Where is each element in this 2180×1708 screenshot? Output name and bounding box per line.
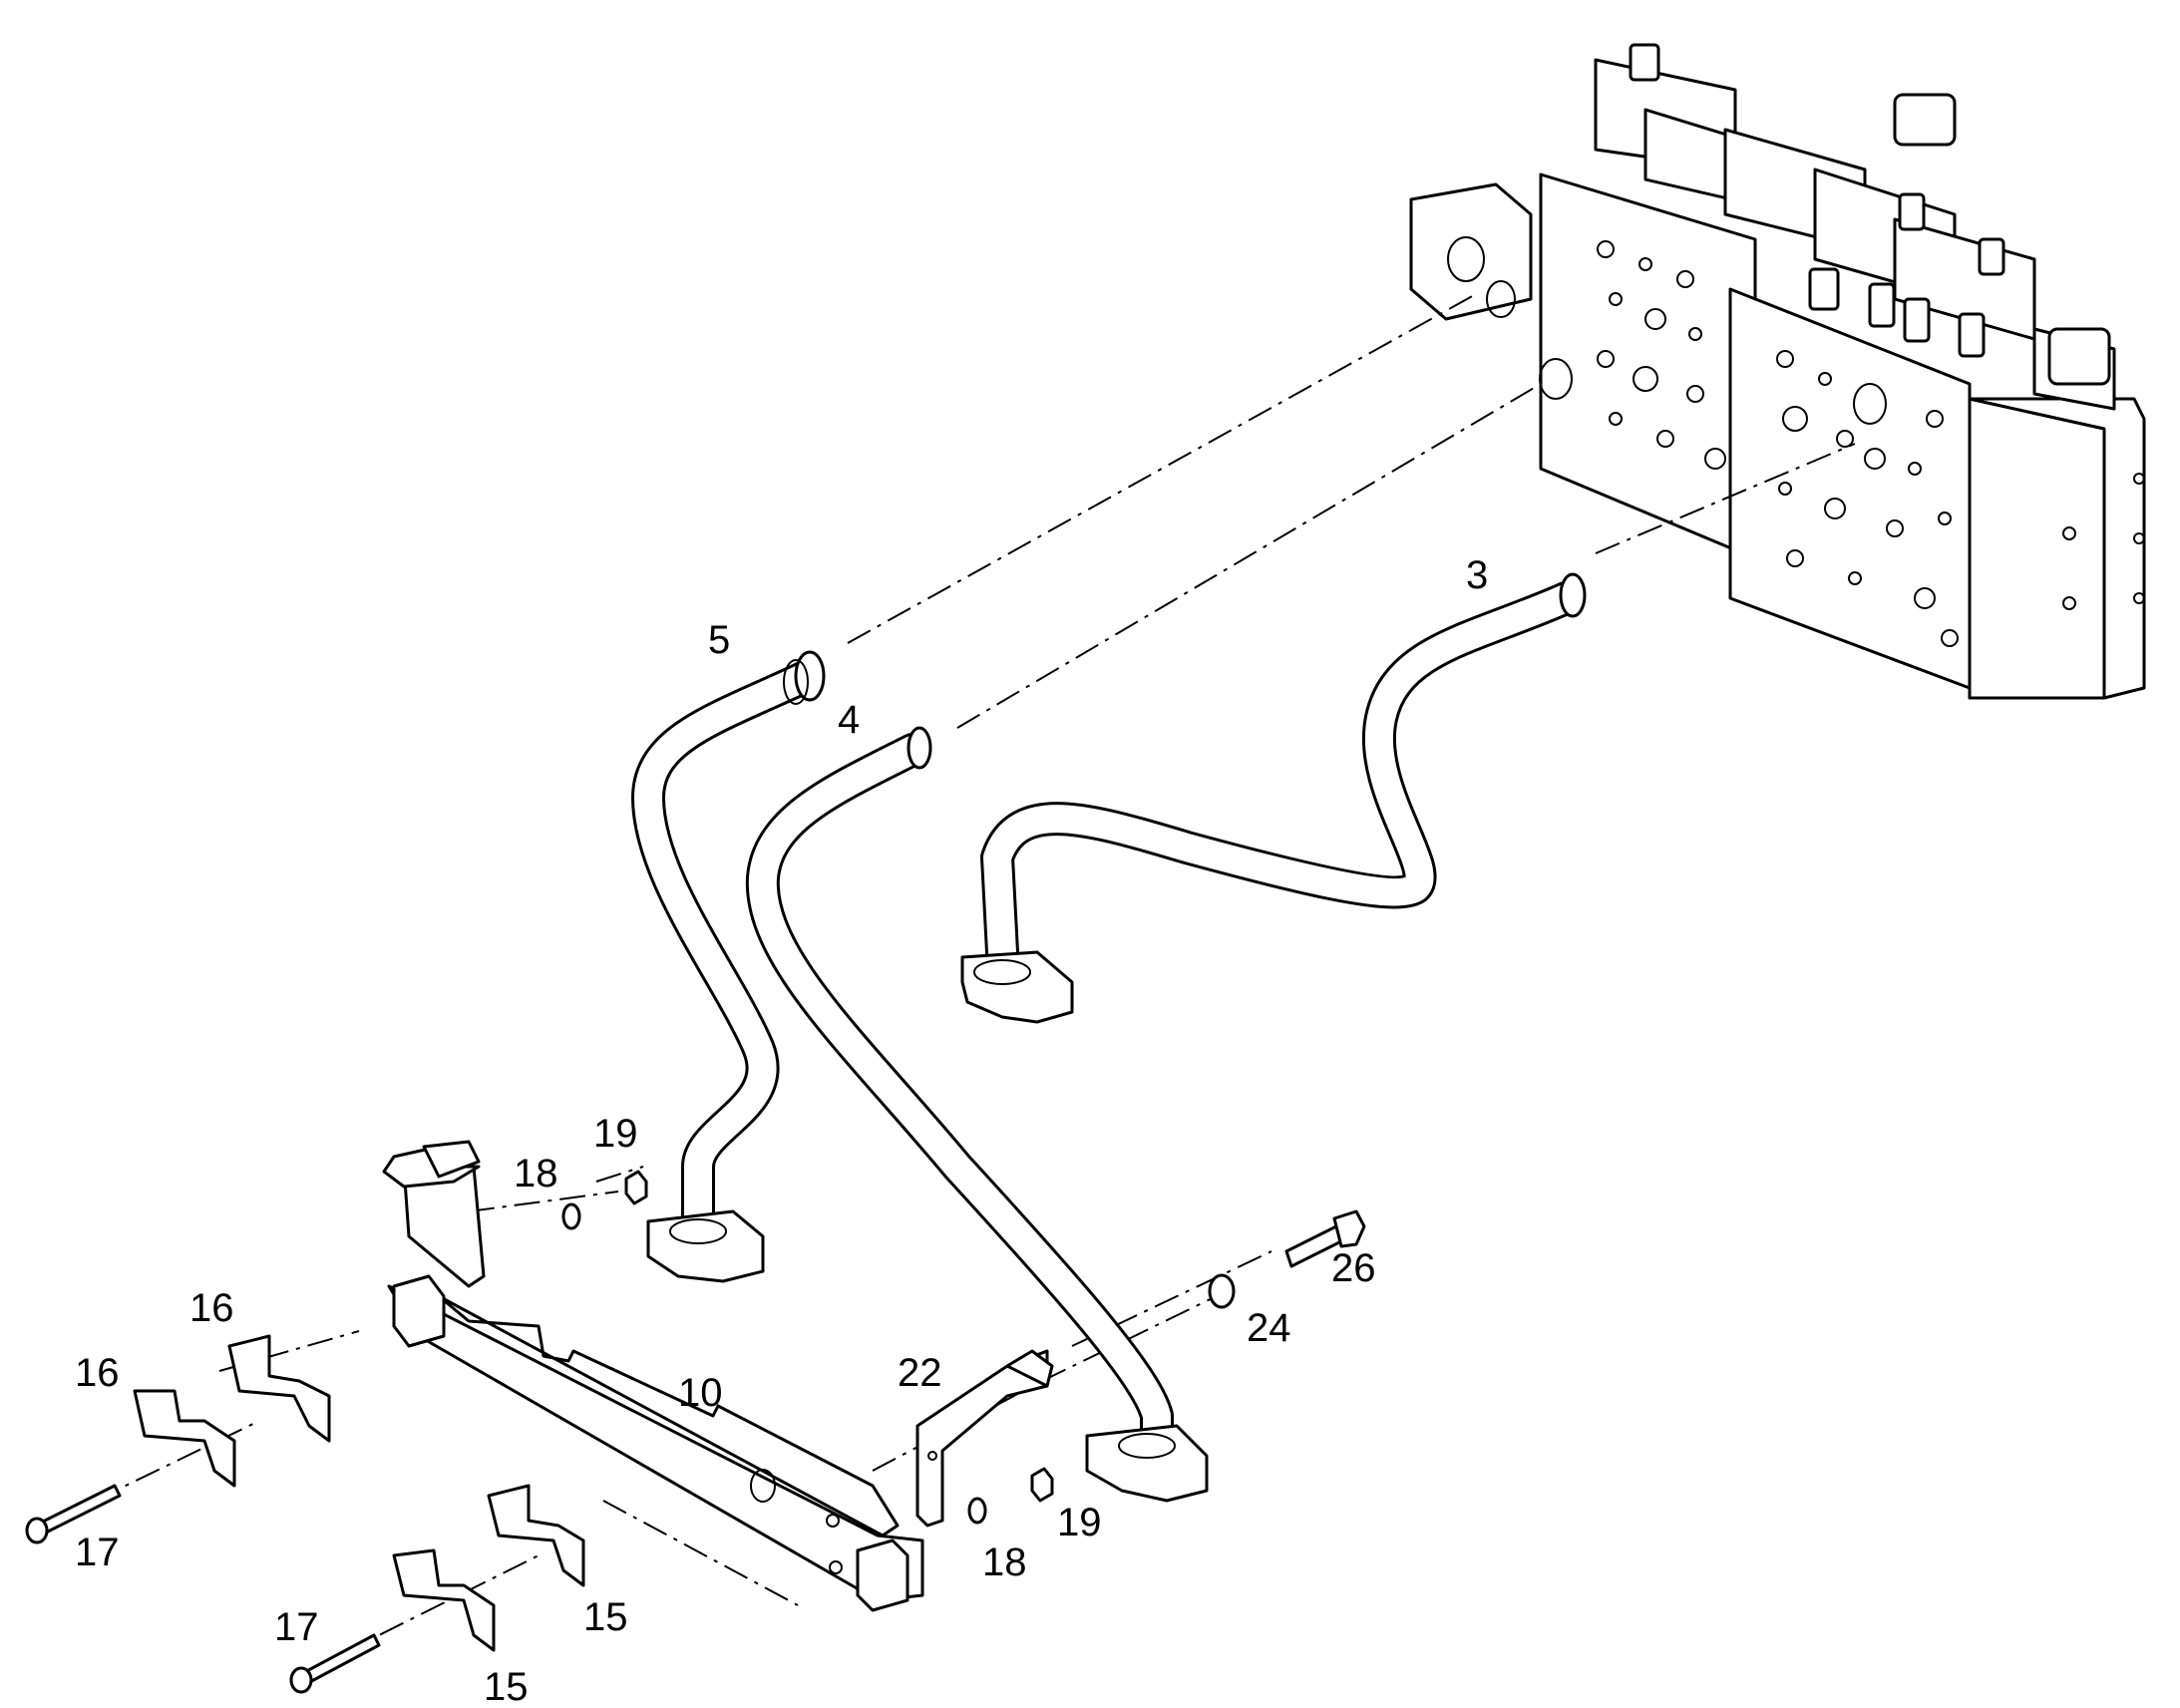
bolt-26 <box>1284 1209 1366 1268</box>
callout-18-upper: 18 <box>514 1152 558 1196</box>
callout-19-lower: 19 <box>1057 1501 1102 1544</box>
callout-15-right: 15 <box>583 1595 628 1639</box>
bolt-17-upper <box>25 1484 122 1544</box>
callout-16-upper: 16 <box>189 1286 234 1330</box>
clamp-16-lower <box>133 1389 236 1488</box>
clamp-16-upper <box>227 1334 331 1443</box>
callout-26: 26 <box>1331 1246 1376 1290</box>
bracket-10 <box>382 1140 924 1612</box>
callout-19-upper: 19 <box>593 1112 638 1156</box>
washer-18-upper <box>561 1202 581 1230</box>
callout-4: 4 <box>838 698 860 742</box>
callout-5: 5 <box>708 618 730 662</box>
callout-17-lower: 17 <box>274 1605 319 1649</box>
callout-3: 3 <box>1466 553 1488 597</box>
callout-22: 22 <box>898 1351 942 1395</box>
nut-19-upper <box>624 1170 648 1205</box>
clamp-15-upper <box>487 1484 585 1587</box>
washer-24 <box>1208 1273 1236 1309</box>
tube-5 <box>631 650 826 1283</box>
callout-labels: 3 4 5 10 15 15 16 16 17 17 18 18 19 19 2… <box>75 553 1488 1708</box>
tube-4 <box>745 726 1209 1503</box>
bolt-17-lower <box>289 1633 381 1694</box>
nut-19-lower <box>1030 1467 1054 1503</box>
callout-10: 10 <box>678 1371 723 1415</box>
callout-18-lower: 18 <box>982 1540 1027 1584</box>
callout-15-bottom: 15 <box>484 1665 529 1708</box>
bracket-22 <box>915 1349 1054 1528</box>
callout-24: 24 <box>1247 1306 1291 1350</box>
control-valve-block <box>1409 43 2146 700</box>
callout-16-lower: 16 <box>75 1351 120 1395</box>
callout-17-upper: 17 <box>75 1531 120 1574</box>
washer-18-lower <box>967 1497 987 1525</box>
clamp-15-lower <box>392 1548 496 1652</box>
tube-3 <box>960 572 1587 1024</box>
